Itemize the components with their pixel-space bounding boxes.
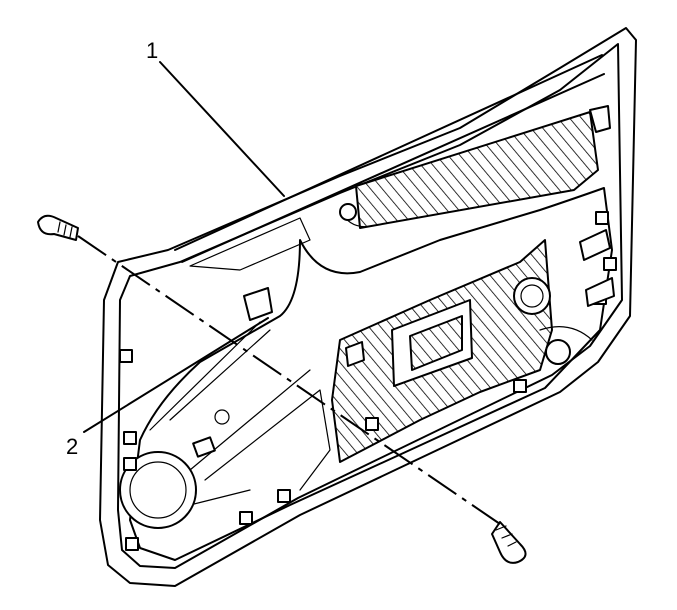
lower-screw xyxy=(491,521,527,564)
callout-1-leader xyxy=(159,61,285,197)
speaker-grille xyxy=(119,451,197,529)
callout-2-leader xyxy=(83,317,269,433)
retainer-clips xyxy=(119,211,617,551)
upper-screw xyxy=(37,214,79,241)
callout-2-label: 2 xyxy=(66,434,79,459)
armrest-pull-cup xyxy=(331,239,593,463)
inner-panel xyxy=(129,187,613,561)
callout-1-label: 1 xyxy=(146,38,159,63)
screw-axis-line xyxy=(77,235,501,525)
upper-trim-pad xyxy=(339,105,611,229)
